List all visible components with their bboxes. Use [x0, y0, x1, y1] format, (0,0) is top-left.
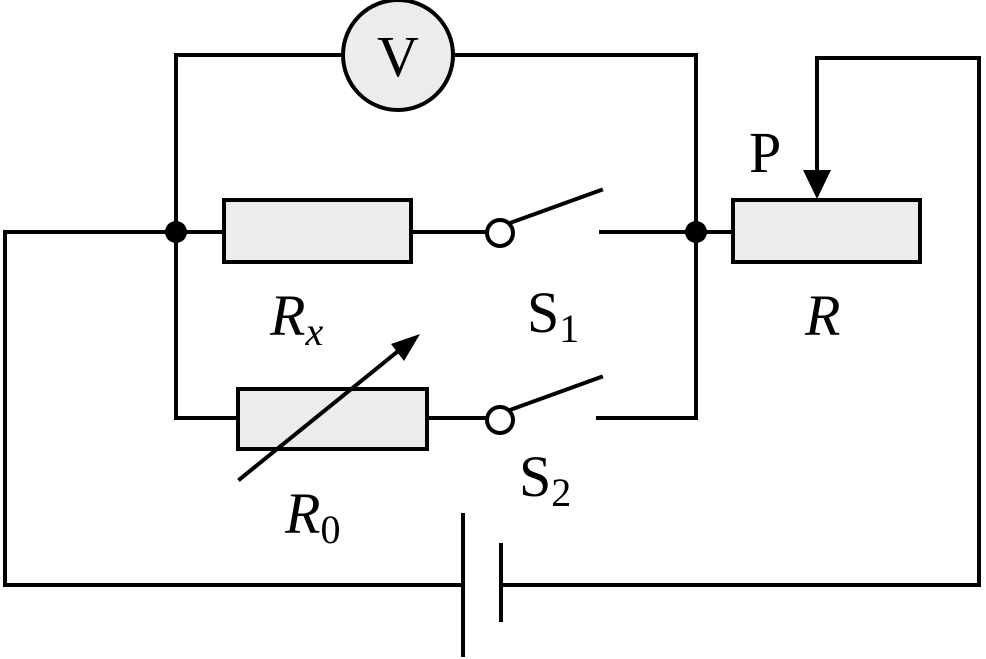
switch-1-blade — [507, 187, 604, 226]
rheostat — [731, 198, 922, 264]
label-p: P — [749, 120, 781, 185]
switch-2-pivot — [485, 405, 515, 435]
variable-arrow-head — [391, 334, 420, 361]
rx-branch — [174, 187, 698, 264]
voltmeter — [341, 0, 455, 112]
slider-arrow-head — [803, 170, 831, 199]
voltmeter-symbol: V — [377, 24, 419, 89]
switch-1-pivot — [485, 218, 515, 248]
voltmeter-branch: V — [174, 0, 698, 234]
resistance-box-r0 — [236, 387, 429, 451]
label-r0: R0 — [284, 481, 340, 552]
battery — [461, 513, 503, 657]
r0-branch — [174, 230, 698, 482]
label-rx: Rx — [269, 283, 323, 354]
junction-left — [165, 221, 187, 243]
label-r: R — [804, 283, 840, 348]
label-s2: S2 — [519, 444, 571, 515]
junction-right — [685, 221, 707, 243]
rheostat-group — [694, 170, 922, 264]
switch-2-blade — [507, 374, 604, 413]
label-s1: S1 — [527, 280, 579, 351]
outer-loop-wires — [3, 56, 981, 587]
resistor-rx — [222, 198, 413, 264]
variable-arrow-shaft — [237, 345, 405, 482]
